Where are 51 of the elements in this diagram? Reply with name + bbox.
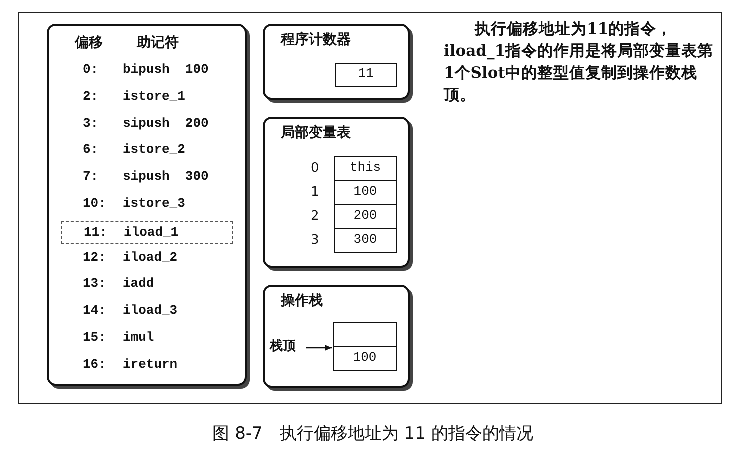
mnemonic-text: istore_1 <box>123 88 186 105</box>
figure-caption: 图 8-7 执行偏移地址为 11 的指令的情况 <box>212 423 534 445</box>
cell-value: 100 <box>352 184 378 200</box>
panel-title: 操作栈 <box>281 293 323 309</box>
mnemonic-text: bipush 100 <box>123 62 209 78</box>
stack-slot-cell <box>333 322 397 347</box>
column-header: 助记符 <box>137 35 179 51</box>
mnemonic-text: istore_3 <box>123 196 186 212</box>
mnemonic-text: istore_2 <box>123 142 186 158</box>
mnemonic-text: iload_1 <box>124 225 179 241</box>
column-header: 偏移 <box>75 35 103 51</box>
mnemonic-text: iadd <box>123 276 154 292</box>
stack-top-text: 栈顶 <box>270 339 296 355</box>
bytecode-panel <box>47 24 247 386</box>
arrow <box>306 345 332 351</box>
offset-text: 16: <box>83 356 106 373</box>
counter-panel <box>263 24 410 100</box>
mnemonic-text: iload_2 <box>123 250 178 266</box>
panel-title: 程序计数器 <box>281 32 351 48</box>
offset-text: 14: <box>83 303 106 320</box>
mnemonic-text: iload_3 <box>123 303 178 320</box>
mnemonic-text: ireturn <box>123 356 178 373</box>
mnemonic-text: imul <box>123 330 154 346</box>
slot-index: 3 <box>311 232 320 248</box>
offset-text: 10: <box>83 196 106 212</box>
cell-value: 300 <box>352 232 378 248</box>
description-paragraph: 执行偏移地址为11的指令，iload_1指令的作用是将局部变量表第1个Slot中的整型值复制到操作数栈顶。 <box>444 18 715 106</box>
cell-value: this <box>348 160 382 176</box>
current-instruction-box <box>61 221 233 244</box>
cell-value: 200 <box>352 208 378 224</box>
slot-index: 0 <box>311 160 320 176</box>
mnemonic-text: sipush 200 <box>123 116 209 132</box>
offset-text: 13: <box>83 276 106 292</box>
cell-value: 100 <box>352 350 378 366</box>
offset-text: 6: <box>83 142 99 158</box>
offset-text: 3: <box>83 116 99 132</box>
stack-panel <box>263 285 410 388</box>
offset-text: 12: <box>83 250 106 266</box>
panel-title: 局部变量表 <box>281 125 351 141</box>
offset-text: 0: <box>83 62 99 78</box>
counter-value-cell <box>335 63 397 87</box>
mnemonic-text: sipush 300 <box>123 169 209 186</box>
slot-index: 2 <box>311 208 320 224</box>
cell-value: 11 <box>357 66 375 82</box>
offset-text: 7: <box>83 169 99 186</box>
offset-text: 11: <box>84 225 108 241</box>
stack-slot-cell <box>333 346 397 371</box>
offset-text: 2: <box>83 88 99 105</box>
slot-index: 1 <box>311 184 320 200</box>
offset-text: 15: <box>83 330 106 346</box>
variable-table-panel <box>263 117 410 268</box>
